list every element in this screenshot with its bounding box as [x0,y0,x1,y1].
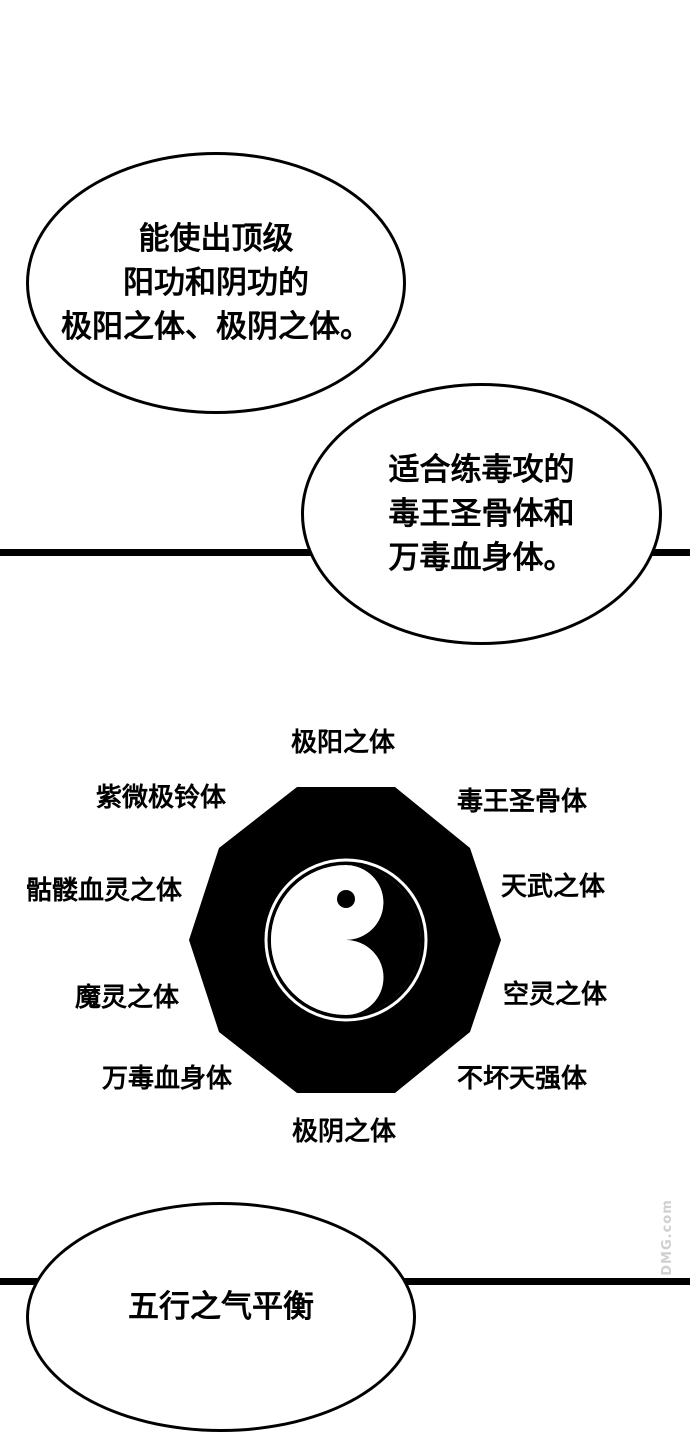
speech-bubble-1: 能使出顶级 阳功和阴功的 极阳之体、极阴之体。 [26,152,406,414]
label-right-lower: 空灵之体 [503,980,608,1010]
bubble-line: 能使出顶级 [138,221,294,257]
label-bottom-right: 不坏天强体 [457,1064,588,1094]
bubble-line: 适合练毒攻的 [388,452,575,488]
bubble-line: 万毒血身体。 [388,540,575,576]
speech-bubble-3-text: 五行之气平衡 [128,1205,314,1329]
speech-bubble-3: 五行之气平衡 [26,1202,416,1432]
label-bottom-left: 万毒血身体 [102,1064,233,1094]
speech-bubble-2: 适合练毒攻的 毒王圣骨体和 万毒血身体。 [301,383,662,645]
speech-bubble-2-text: 适合练毒攻的 毒王圣骨体和 万毒血身体。 [389,448,575,580]
label-right-upper: 天武之体 [501,872,606,902]
label-bottom: 极阴之体 [292,1117,397,1147]
body-types-diagram: 极阳之体 紫微极铃体 毒王圣骨体 骷髅血灵之体 天武之体 魔灵之体 空灵之体 万… [0,700,690,1180]
bubble-line: 阳功和阴功的 [123,265,309,301]
label-left-upper: 骷髅血灵之体 [26,876,183,906]
label-top-left: 紫微极铃体 [96,783,227,813]
bubble-line: 毒王圣骨体和 [388,496,575,532]
yin-yang-light-lobe [271,865,384,1015]
speech-bubble-1-text: 能使出顶级 阳功和阴功的 极阳之体、极阴之体。 [61,217,371,349]
watermark-text: DMG.com [659,1198,675,1276]
watermark: DMG.com [654,1182,680,1292]
label-top: 极阳之体 [291,728,396,758]
bubble-line: 极阳之体、极阴之体。 [61,309,371,345]
yin-yang-dark-dot [337,890,355,908]
bubble-line: 五行之气平衡 [128,1289,314,1325]
yin-yang-light-dot [337,968,355,986]
decagon-yin-yang-graphic [189,787,501,1093]
label-top-right: 毒王圣骨体 [457,787,588,817]
label-left-lower: 魔灵之体 [75,983,180,1013]
